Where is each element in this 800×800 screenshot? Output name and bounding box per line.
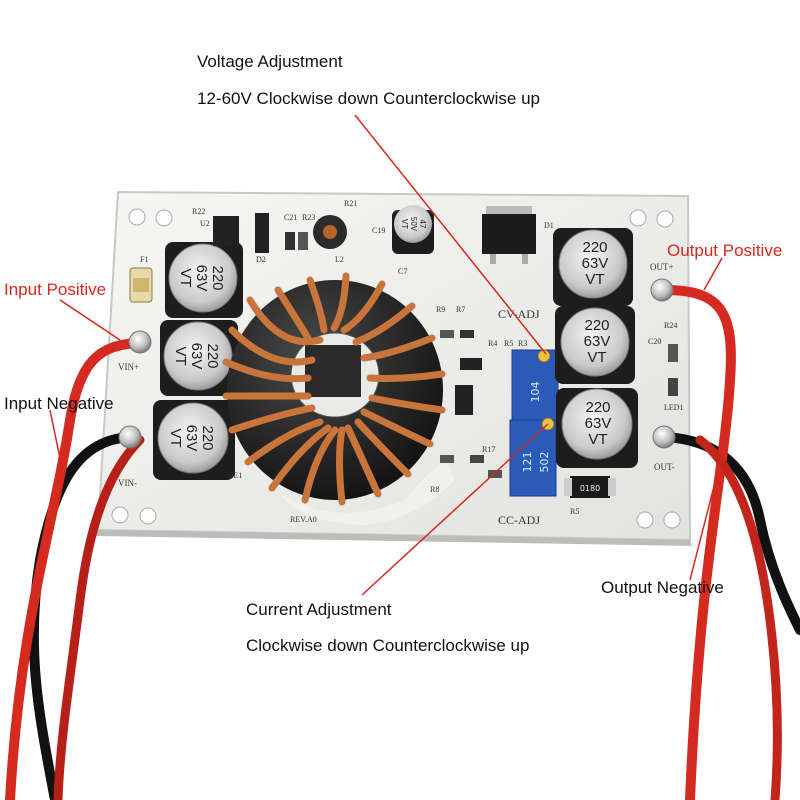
out-plus-silk: OUT+ xyxy=(650,262,674,272)
vin-plus-silk: VIN+ xyxy=(118,362,139,372)
shunt-resistor: 0180 R5 xyxy=(564,476,616,516)
svg-text:R5: R5 xyxy=(570,507,579,516)
input-capacitor-3: 220 63V VT xyxy=(153,400,235,480)
svg-text:R17: R17 xyxy=(482,445,495,454)
svg-text:220: 220 xyxy=(584,317,609,334)
svg-text:VT: VT xyxy=(177,268,194,287)
svg-text:63V: 63V xyxy=(188,343,205,370)
svg-text:VT: VT xyxy=(400,219,409,229)
svg-text:R21: R21 xyxy=(344,199,357,208)
output-capacitor-3: 220 63V VT xyxy=(556,388,638,468)
svg-text:R7: R7 xyxy=(456,305,465,314)
svg-text:VT: VT xyxy=(172,346,189,365)
terminal-vin-minus xyxy=(118,425,142,449)
vin-minus-silk: VIN- xyxy=(118,478,137,488)
terminal-out-minus xyxy=(652,425,676,449)
svg-text:63V: 63V xyxy=(582,255,609,272)
out-minus-silk: OUT- xyxy=(654,462,675,472)
status-led: C20 R24 LED1 xyxy=(648,321,684,412)
svg-text:220: 220 xyxy=(582,239,607,256)
svg-text:502: 502 xyxy=(538,452,551,473)
voltage-adjustment-title: Voltage Adjustment xyxy=(197,52,343,71)
svg-text:D1: D1 xyxy=(544,221,554,230)
current-adjustment-desc: Clockwise down Counterclockwise up xyxy=(246,636,530,655)
input-capacitor-1: 220 63V VT xyxy=(165,242,243,318)
svg-text:VT: VT xyxy=(167,428,184,447)
rev-silk: REV.A0 xyxy=(290,515,317,524)
terminal-out-plus xyxy=(650,278,674,302)
inductor-l2: L2 xyxy=(313,215,347,264)
svg-text:63V: 63V xyxy=(585,415,612,432)
current-pointer-line xyxy=(361,423,549,596)
svg-text:0180: 0180 xyxy=(580,484,600,493)
svg-text:50V: 50V xyxy=(409,217,418,232)
svg-text:LED1: LED1 xyxy=(664,403,684,412)
svg-text:VT: VT xyxy=(588,431,607,448)
diode-d1: D1 xyxy=(482,206,554,264)
input-negative-label: Input Negative xyxy=(4,394,114,413)
svg-text:R23: R23 xyxy=(302,213,315,222)
input-negative-pointer xyxy=(49,409,63,469)
svg-text:R3: R3 xyxy=(518,339,527,348)
svg-text:220: 220 xyxy=(199,425,216,450)
svg-text:47: 47 xyxy=(418,220,427,229)
svg-text:F1: F1 xyxy=(140,255,148,264)
output-positive-pointer xyxy=(703,257,723,291)
diode-d2: D2 xyxy=(255,213,269,264)
smd-parts-top: C21 R23 R21 C19 xyxy=(284,199,385,250)
svg-text:220: 220 xyxy=(585,399,610,416)
output-positive-wire xyxy=(659,285,782,800)
svg-text:63V: 63V xyxy=(183,425,200,452)
input-positive-pointer xyxy=(59,299,121,341)
svg-text:220: 220 xyxy=(204,343,221,368)
control-circuit-area: R9 R7 R4 R5 R3 R17 R8 xyxy=(430,305,527,494)
svg-text:63V: 63V xyxy=(193,265,210,292)
output-negative-label: Output Negative xyxy=(601,578,724,597)
cc-adj-silk: CC-ADJ xyxy=(498,513,540,527)
svg-text:C19: C19 xyxy=(372,226,385,235)
voltage-pointer-line xyxy=(354,114,547,355)
svg-text:U2: U2 xyxy=(200,219,210,228)
svg-text:L2: L2 xyxy=(335,255,344,264)
fuse-f1: F1 xyxy=(129,255,153,303)
svg-text:R8: R8 xyxy=(430,485,439,494)
input-positive-label: Input Positive xyxy=(4,280,107,299)
current-trim-potentiometer: 121 502 xyxy=(509,417,557,497)
output-negative-pointer xyxy=(689,454,723,581)
svg-text:C21: C21 xyxy=(284,213,297,222)
svg-text:63V: 63V xyxy=(584,333,611,350)
small-capacitor-47uf: 47 50V VT xyxy=(392,205,434,254)
terminal-vin-plus xyxy=(128,330,152,354)
svg-text:C20: C20 xyxy=(648,337,661,346)
output-capacitor-2: 220 63V VT xyxy=(555,306,635,384)
svg-text:R5: R5 xyxy=(504,339,513,348)
voltage-trim-potentiometer: 104 xyxy=(511,349,559,423)
voltage-adjustment-desc: 12-60V Clockwise down Counterclockwise u… xyxy=(197,89,540,108)
svg-text:R24: R24 xyxy=(664,321,677,330)
svg-text:D2: D2 xyxy=(256,255,266,264)
input-capacitor-2: 220 63V VT xyxy=(160,320,238,396)
svg-text:R22: R22 xyxy=(192,207,205,216)
svg-text:VT: VT xyxy=(587,349,606,366)
svg-text:220: 220 xyxy=(209,265,226,290)
cv-adj-silk: CV-ADJ xyxy=(498,307,540,321)
output-positive-label: Output Positive xyxy=(667,241,783,260)
svg-text:104: 104 xyxy=(529,382,542,403)
svg-text:R9: R9 xyxy=(436,305,445,314)
output-capacitor-1: 220 63V VT xyxy=(553,228,633,306)
toroid-inductor xyxy=(222,272,455,525)
current-adjustment-title: Current Adjustment xyxy=(246,600,392,619)
svg-text:VT: VT xyxy=(585,271,604,288)
c7-silk: C7 xyxy=(398,267,407,276)
svg-text:121: 121 xyxy=(521,452,534,473)
ce1-silk: CE1 xyxy=(228,471,242,480)
svg-text:R4: R4 xyxy=(488,339,497,348)
ic-u2: U2 R22 xyxy=(192,207,239,246)
